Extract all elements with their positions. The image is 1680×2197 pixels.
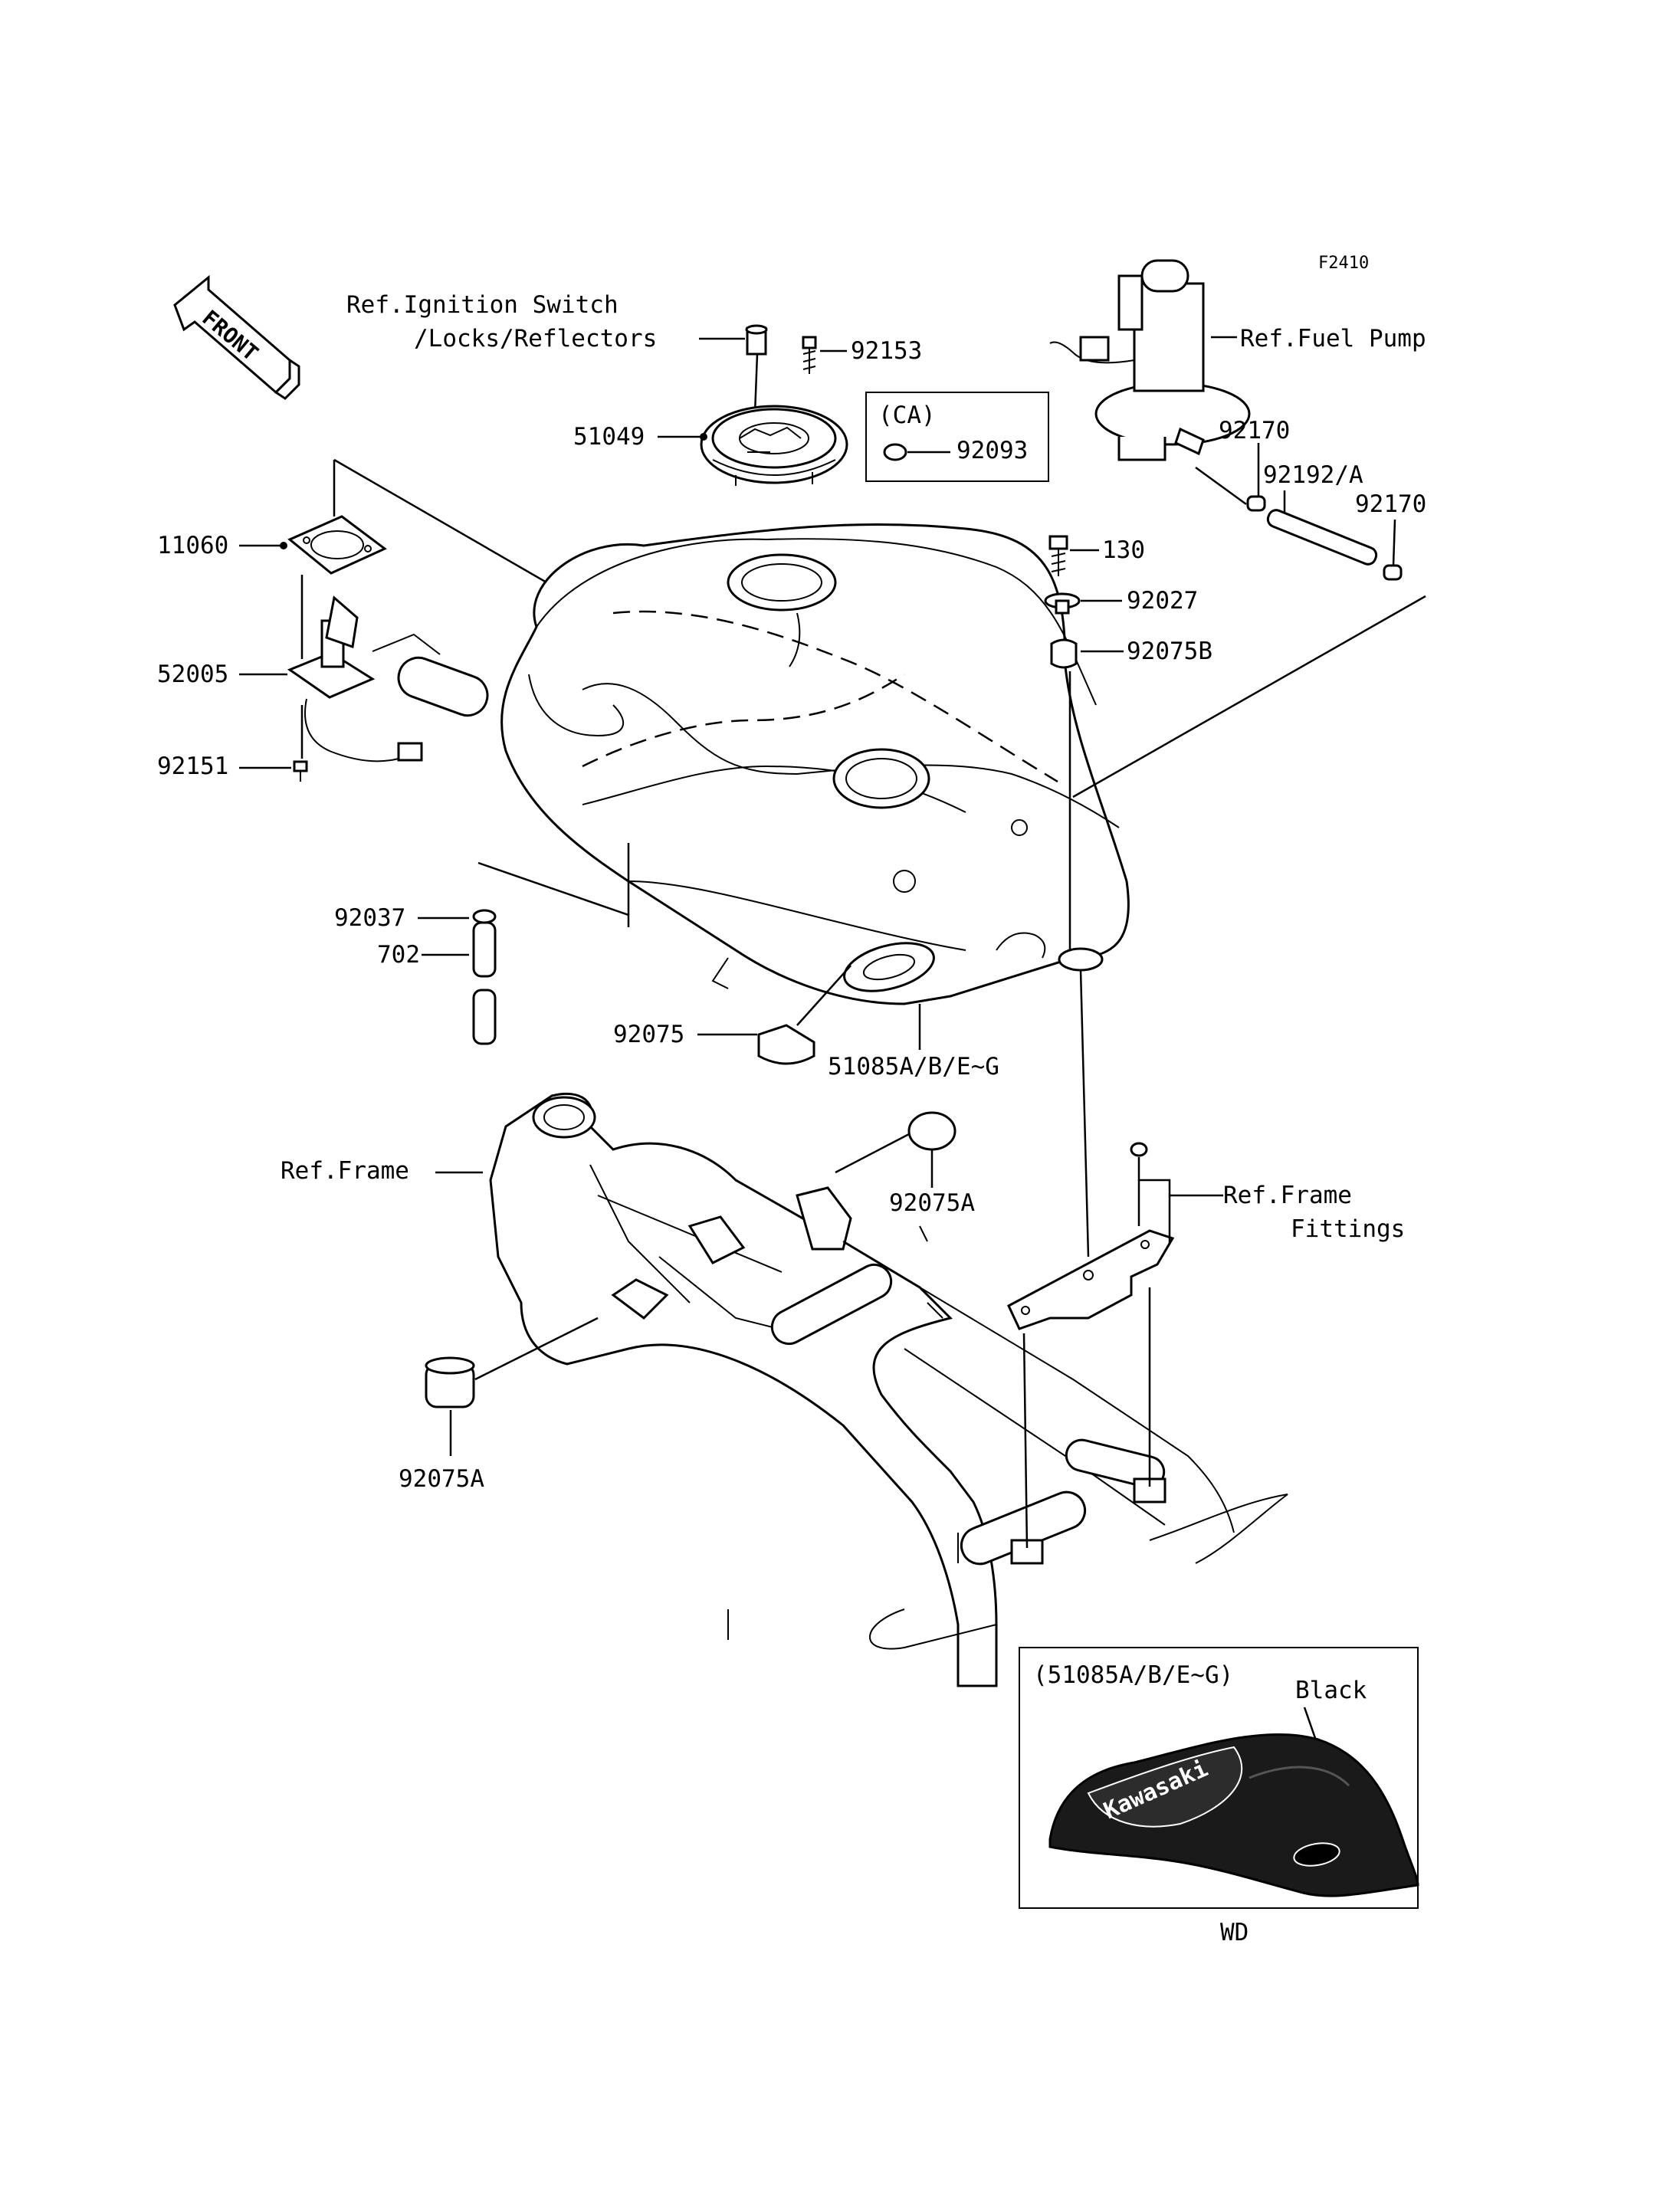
inset-tank-black: Kawasaki bbox=[1048, 1733, 1419, 1897]
fuel-level-sender-52005 bbox=[287, 595, 489, 762]
fuel-cap-51049 bbox=[700, 405, 848, 486]
inset-box: (51085A/B/E~G) Black Kawasaki WD bbox=[1019, 1647, 1419, 1946]
diagram-code: F2410 bbox=[1318, 254, 1369, 273]
washer-92027 bbox=[1044, 592, 1081, 615]
label-92075: 92075 bbox=[613, 1021, 684, 1048]
label-92027: 92027 bbox=[1127, 587, 1198, 615]
label-92037: 92037 bbox=[334, 904, 405, 932]
label-92170-right: 92170 bbox=[1355, 490, 1426, 518]
variant-box-ca: (CA) 92093 bbox=[865, 392, 1049, 482]
inset-title: (51085A/B/E~G) bbox=[1033, 1661, 1233, 1689]
inset-color-label: Black bbox=[1295, 1677, 1367, 1704]
label-92075A-low: 92075A bbox=[399, 1465, 484, 1493]
collar bbox=[745, 324, 768, 356]
label-92093: 92093 bbox=[956, 437, 1028, 464]
ref-frame-fittings-1: Ref.Frame bbox=[1223, 1182, 1352, 1209]
ref-fuel-pump: Ref.Fuel Pump bbox=[1240, 325, 1426, 353]
bolt-130 bbox=[1048, 535, 1068, 576]
bolt-frame-fittings bbox=[1130, 1142, 1148, 1157]
label-130: 130 bbox=[1102, 536, 1145, 564]
label-702: 702 bbox=[377, 941, 420, 969]
frame-fittings-bracket bbox=[1007, 1229, 1175, 1330]
damper-92075A-mid bbox=[907, 1111, 956, 1151]
screw-92153 bbox=[802, 336, 817, 374]
gasket-11060 bbox=[287, 515, 387, 575]
fuel-tank-51085 bbox=[500, 523, 1130, 1005]
ref-frame-fittings-2: Fittings bbox=[1291, 1215, 1405, 1243]
ref-ignition-switch: Ref.Ignition Switch bbox=[346, 291, 619, 319]
fuel-pump bbox=[1049, 259, 1251, 461]
label-92170-top: 92170 bbox=[1219, 417, 1290, 444]
label-92075A-mid: 92075A bbox=[889, 1189, 975, 1217]
label-11060: 11060 bbox=[157, 532, 228, 559]
label-92151: 92151 bbox=[157, 753, 228, 780]
label-92075B: 92075B bbox=[1127, 638, 1212, 665]
hose-92192 bbox=[1266, 509, 1378, 566]
label-51049: 51049 bbox=[573, 423, 645, 451]
grommet-92075B bbox=[1050, 638, 1078, 669]
clamp-92170-top bbox=[1246, 495, 1266, 512]
label-92153: 92153 bbox=[851, 337, 922, 365]
grommet-92075 bbox=[757, 1024, 815, 1065]
label-52005: 52005 bbox=[157, 661, 228, 688]
frame bbox=[489, 1092, 1288, 1687]
screw-92151 bbox=[293, 760, 308, 782]
inset-caption: WD bbox=[1220, 1919, 1249, 1946]
clamp-92170-right bbox=[1383, 564, 1403, 581]
variant-ca-title: (CA) bbox=[878, 402, 936, 429]
clip-92037 bbox=[472, 909, 497, 924]
ref-locks-reflectors: /Locks/Reflectors bbox=[414, 325, 657, 353]
label-51085: 51085A/B/E~G bbox=[828, 1053, 999, 1080]
grommet-tank-rear bbox=[1058, 947, 1104, 972]
label-92192: 92192/A bbox=[1263, 461, 1363, 489]
damper-92075A-low bbox=[425, 1356, 475, 1408]
hose-702 bbox=[472, 921, 497, 1045]
front-arrow-icon: FRONT bbox=[173, 274, 300, 400]
ref-frame: Ref.Frame bbox=[281, 1157, 409, 1185]
